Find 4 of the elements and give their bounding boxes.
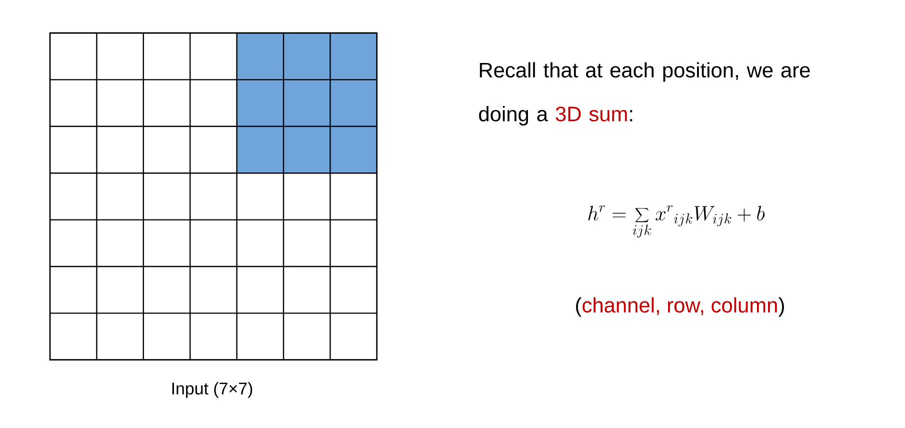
note-text: (channel, row, column) [576,297,784,317]
caption: Input (7×7) [172,382,252,398]
formula: $h^r = \sum_{ijk} {x^r}_{ijk} W_{ijk} + b$ [588,205,765,238]
body-text: Recall that at each position, we are doing a 3D sum: [479,62,810,126]
